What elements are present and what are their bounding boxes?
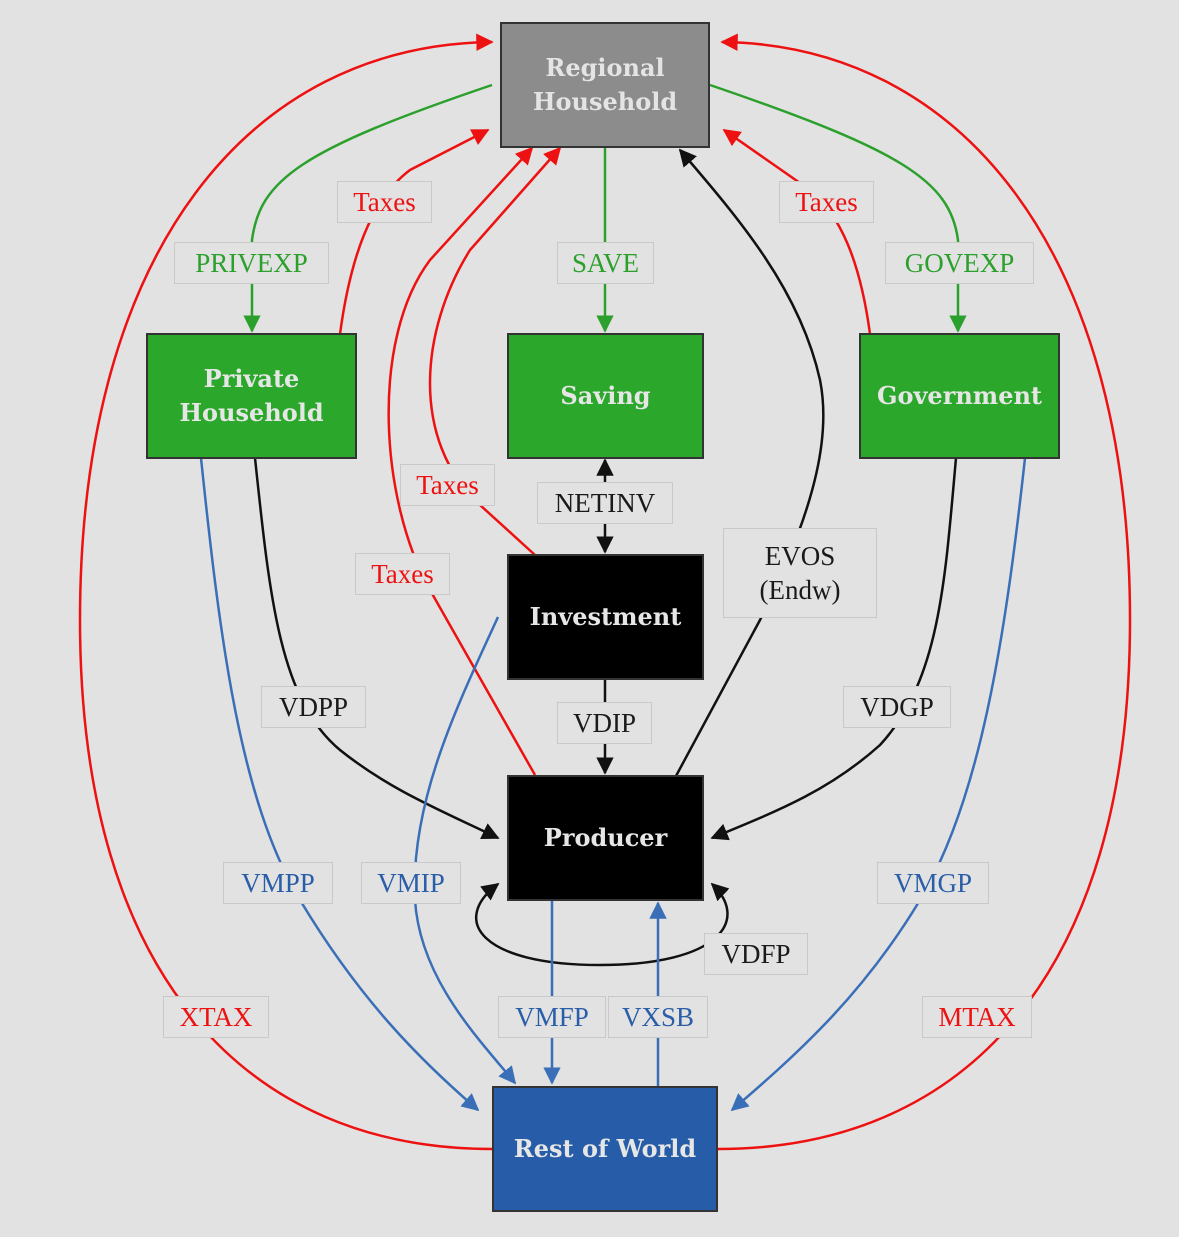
edge-taxes-producer [387,146,537,776]
label-vdfp: VDFP [704,933,808,975]
node-government[interactable]: Government [859,333,1060,459]
edge-taxes-private [338,128,490,335]
node-private-household[interactable]: Private Household [146,333,357,459]
label-taxes-producer: Taxes [355,553,450,595]
label-save: SAVE [557,242,654,284]
label-xtax: XTAX [163,996,269,1038]
edge-vdpp [253,457,500,840]
label-taxes-private: Taxes [337,181,432,223]
node-investment[interactable]: Investment [507,554,704,680]
label-vmfp: VMFP [498,996,606,1038]
label-vdgp: VDGP [843,686,951,728]
node-rest-of-world[interactable]: Rest of World [492,1086,718,1212]
edge-evos [674,148,825,777]
node-saving[interactable]: Saving [507,333,704,459]
edge-vdfp [474,882,730,967]
node-producer[interactable]: Producer [507,775,704,901]
label-vdpp: VDPP [261,686,366,728]
edge-xtax [78,33,494,1151]
label-taxes-investment: Taxes [400,464,495,506]
label-vmip: VMIP [361,862,461,904]
label-netinv: NETINV [537,482,673,524]
label-vdip: VDIP [557,702,652,744]
edge-govexp [709,83,967,333]
label-vmpp: VMPP [223,862,333,904]
edge-mtax [717,33,1132,1151]
label-vmgp: VMGP [877,862,989,904]
node-regional-household[interactable]: Regional Household [500,22,710,148]
edge-vdgp [710,457,958,841]
label-evos: EVOS (Endw) [723,528,877,618]
label-privexp: PRIVEXP [174,242,329,284]
edge-privexp [243,83,493,333]
label-taxes-government: Taxes [779,181,874,223]
label-govexp: GOVEXP [885,242,1034,284]
label-vxsb: VXSB [608,996,708,1038]
label-mtax: MTAX [922,996,1032,1038]
